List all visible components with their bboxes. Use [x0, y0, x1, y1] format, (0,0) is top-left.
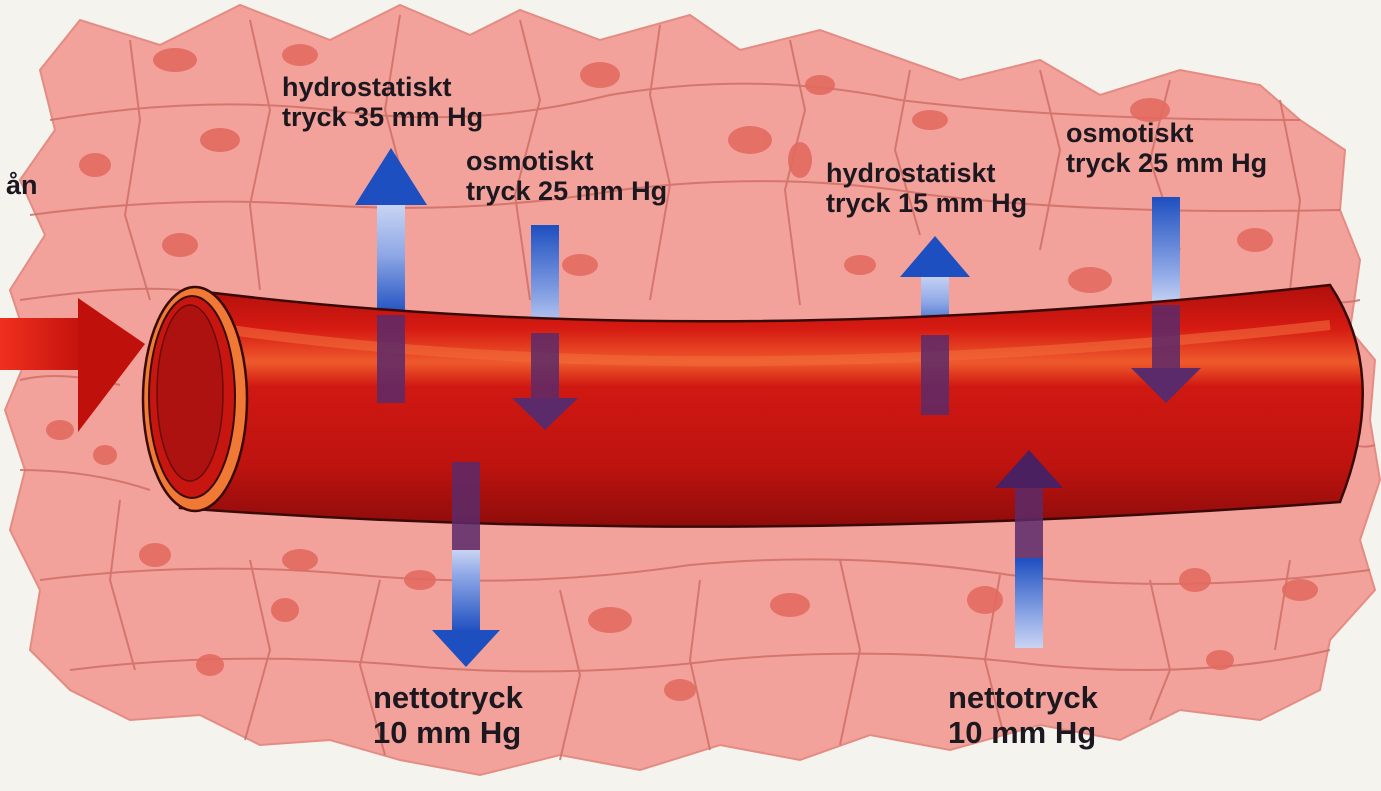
hydrostatic-right-label: hydrostatiskt tryck 15 mm Hg [826, 158, 1027, 218]
left-edge-label: ån [6, 170, 38, 200]
net-right-arrow [1015, 558, 1043, 648]
net-pressure-right-label: nettotryck 10 mm Hg [948, 681, 1098, 750]
osmotic-right-arrow-upper [1152, 197, 1180, 305]
hydrostatic-left-label: hydrostatiskt tryck 35 mm Hg [282, 72, 483, 132]
osmotic-left-label: osmotiskt tryck 25 mm Hg [466, 146, 667, 206]
net-pressure-left-label: nettotryck 10 mm Hg [373, 681, 523, 750]
osmotic-right-label: osmotiskt tryck 25 mm Hg [1066, 118, 1267, 178]
